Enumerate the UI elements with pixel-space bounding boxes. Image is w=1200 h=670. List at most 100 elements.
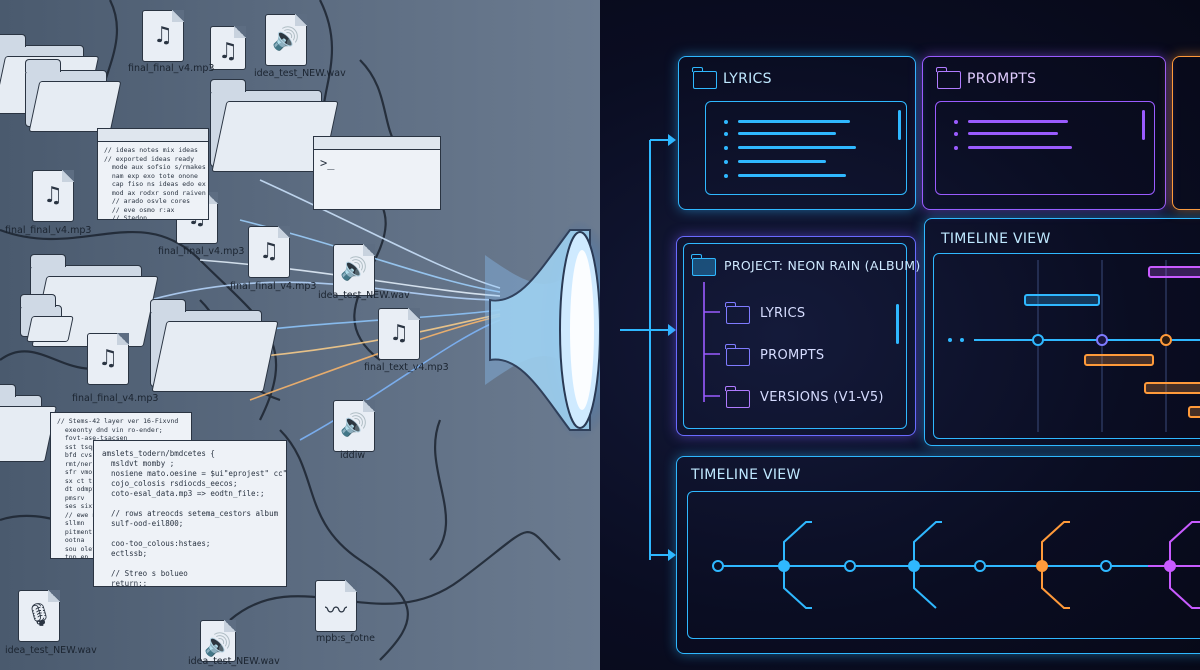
folder-icon (692, 67, 717, 89)
timeline-node[interactable] (1096, 334, 1108, 346)
bullet (954, 132, 958, 136)
file-label: idea_test_NEW.wav (5, 645, 97, 656)
audio-file-icon: 🔊 (333, 400, 375, 452)
file-label: final_text_v4.mp3 (364, 362, 449, 373)
folder-icon (725, 302, 750, 324)
timeline-node[interactable] (1032, 334, 1044, 346)
prompts-card[interactable]: PROMPTS (922, 56, 1166, 210)
timeline-node[interactable] (974, 560, 986, 572)
tree-item-lyrics[interactable]: LYRICS (760, 306, 806, 321)
timeline-node[interactable] (1160, 334, 1172, 346)
bullet (724, 160, 728, 164)
timeline-branches (718, 521, 1200, 609)
timeline-bottom-card[interactable]: TIMELINE VIEW (676, 456, 1200, 654)
music-file-icon: ♫ (87, 333, 129, 385)
lyrics-inner-box (705, 101, 907, 195)
code-text: amslets_todern/bmdcetes { msldvt momby ;… (102, 449, 287, 587)
timeline-bottom-inner (687, 491, 1200, 639)
folder-icon (691, 254, 716, 276)
project-title: PROJECT: NEON RAIN (ALBUM) (724, 258, 921, 273)
file-label: idea_test_NEW.wav (318, 290, 410, 301)
funnel-lens (489, 220, 620, 440)
waveform-file-icon: 〰 (315, 580, 357, 632)
text-line (738, 132, 836, 135)
bullet (724, 174, 728, 178)
lyrics-card-title: LYRICS (723, 71, 772, 87)
text-line (968, 120, 1068, 123)
terminal-window: >_ (313, 136, 441, 210)
project-card[interactable]: PROJECT: NEON RAIN (ALBUM) LYRICS PROMPT… (676, 236, 920, 436)
folder-icon (19, 294, 74, 342)
timeline-node[interactable] (844, 560, 856, 572)
file-label: final_final_v4.mp3 (230, 281, 317, 292)
prompts-card-title: PROMPTS (967, 71, 1037, 87)
timeline-top-card[interactable]: TIMELINE VIEW (924, 218, 1200, 446)
folder-icon (936, 67, 961, 89)
scrollbar[interactable] (898, 110, 901, 140)
folder-icon (725, 344, 750, 366)
audio-file-icon: 🔊 (265, 14, 307, 66)
code-window-main: amslets_todern/bmdcetes { msldvt momby ;… (93, 440, 287, 587)
music-file-icon: ♫ (248, 226, 290, 278)
folder-icon (725, 386, 750, 408)
file-label: final_final_v4.mp3 (5, 225, 92, 236)
file-label: final_final_v4.mp3 (128, 63, 215, 74)
code-text: // ideas notes mix ideas // exported ide… (104, 146, 206, 220)
organized-dashboard-panel: LYRICS PROMPTS (600, 0, 1200, 670)
timeline-node[interactable] (1100, 560, 1112, 572)
timeline-clip-purple[interactable] (1148, 266, 1200, 278)
lyrics-card[interactable]: LYRICS (678, 56, 916, 210)
timeline-node[interactable] (1036, 560, 1048, 572)
music-file-icon: ♫ (32, 170, 74, 222)
file-label: final_final_v4.mp3 (72, 393, 159, 404)
partial-card[interactable] (1172, 56, 1200, 210)
file-label: iddiw (340, 450, 366, 461)
folder-icon (149, 299, 279, 392)
code-window-small: // ideas notes mix ideas // exported ide… (97, 128, 209, 220)
file-label: idea_test_NEW.wav (254, 68, 346, 79)
timeline-bottom-title: TIMELINE VIEW (691, 467, 801, 483)
timeline-node[interactable] (908, 560, 920, 572)
timeline-node[interactable] (778, 560, 790, 572)
text-line (738, 120, 850, 123)
timeline-dot (948, 338, 952, 342)
text-line (968, 132, 1058, 135)
music-file-icon: ♫ (210, 26, 246, 70)
tree-item-versions[interactable]: VERSIONS (V1-V5) (760, 390, 884, 405)
bullet (724, 146, 728, 150)
tree-lines (703, 282, 720, 402)
audio-file-icon: 🔊 (200, 620, 236, 662)
bullet (954, 120, 958, 124)
timeline-node[interactable] (1164, 560, 1176, 572)
timeline-gridlines (974, 260, 1200, 432)
project-inner-box: PROJECT: NEON RAIN (ALBUM) LYRICS PROMPT… (683, 243, 920, 429)
file-label: idea_test_NEW.wav (188, 656, 280, 667)
text-line (738, 174, 846, 177)
text-line (968, 146, 1072, 149)
folder-icon (0, 384, 57, 462)
music-file-icon: ♫ (378, 308, 420, 360)
scrollbar[interactable] (896, 304, 899, 344)
text-line (738, 146, 856, 149)
text-line (738, 160, 826, 163)
mic-file-icon: 🎙 (18, 590, 60, 642)
timeline-top-title: TIMELINE VIEW (941, 231, 1051, 247)
timeline-clip-cyan[interactable] (1024, 294, 1100, 306)
tree-item-prompts[interactable]: PROMPTS (760, 348, 825, 363)
audio-file-icon: 🔊 (333, 244, 375, 296)
timeline-clip-orange[interactable] (1188, 406, 1200, 418)
terminal-prompt: >_ (320, 156, 335, 170)
timeline-dot (960, 338, 964, 342)
folder-icon (24, 59, 122, 132)
code-text: // Stems-42 layer ver 16-Fixvnd exeonty … (57, 417, 179, 559)
timeline-node[interactable] (712, 560, 724, 572)
timeline-clip-orange[interactable] (1084, 354, 1154, 366)
connector-arrows (620, 134, 676, 561)
file-label: final_final_v4.mp3 (158, 246, 245, 257)
bullet (724, 120, 728, 124)
bullet (724, 132, 728, 136)
prompts-inner-box (935, 101, 1155, 195)
scrollbar[interactable] (1142, 110, 1145, 140)
bullet (954, 146, 958, 150)
timeline-clip-orange[interactable] (1144, 382, 1200, 394)
